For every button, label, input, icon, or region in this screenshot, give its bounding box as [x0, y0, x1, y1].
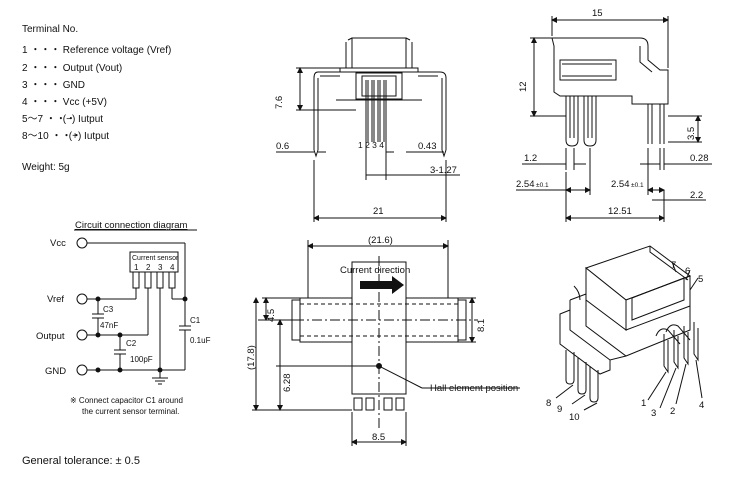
- c3-value: 47nF: [100, 321, 118, 330]
- dim-12-51: 12.51: [608, 206, 632, 217]
- weight-text: Weight: 5g: [22, 162, 70, 173]
- pin-gnd-label: GND: [45, 366, 66, 377]
- dim-2-54-a-tol: ±0.1: [536, 182, 549, 189]
- svg-text:3: 3: [158, 263, 163, 272]
- dim-3-5: 3.5: [686, 127, 697, 140]
- dim-8-5: 8.5: [372, 432, 385, 443]
- current-direction-label: Current direction: [340, 265, 410, 276]
- dim-0-28: 0.28: [690, 153, 709, 164]
- note-line-2: the current sensor terminal.: [82, 407, 179, 416]
- dim-pin-width: 0.6: [276, 141, 289, 152]
- iso-label-1: 1: [641, 398, 646, 409]
- dim-1-2: 1.2: [524, 153, 537, 164]
- terminal-row: 5～7 ・・・ (−) Iutput: [22, 114, 104, 125]
- note-line-1: ※ Connect capacitor C1 around: [70, 396, 183, 405]
- dim-2-54-b: 2.54: [611, 179, 630, 190]
- circuit-title: Circuit connection diagram: [75, 220, 188, 231]
- iso-label-3: 3: [651, 408, 656, 419]
- dim-side-top: 15: [592, 8, 603, 19]
- pin-vcc-label: Vcc: [50, 238, 66, 249]
- iso-label-9: 9: [557, 404, 562, 415]
- dim-pin-thickness: 0.43: [418, 141, 437, 152]
- dim-front-height: 7.6: [274, 96, 285, 109]
- terminal-row: 4 ・・・ Vcc (+5V): [22, 97, 107, 108]
- current-sensor-box: [129, 251, 179, 273]
- output-terminal: [76, 329, 88, 341]
- circuit-diagram: Circuit connection diagram Vcc Vref Outp…: [36, 220, 211, 416]
- svg-text:1: 1: [134, 263, 139, 272]
- vcc-terminal: [76, 237, 88, 249]
- svg-text:2: 2: [146, 263, 151, 272]
- bottom-view: (21.6) Current direction 4.5 8.1 (17.8) …: [246, 235, 520, 446]
- svg-text:4: 4: [170, 263, 175, 272]
- dim-21-6: (21.6): [368, 235, 393, 246]
- terminal-row: 2 ・・・ Output (Vout): [22, 63, 123, 74]
- dim-2-54-b-tol: ±0.1: [631, 182, 644, 189]
- c1-label: C1: [190, 316, 201, 325]
- iso-label-4: 4: [699, 400, 704, 411]
- side-view: 15 12 3.5 1.2 0.28 2.54 ±0.1 2.54 ±0.1 2…: [516, 8, 712, 222]
- front-view: 7.6 0.6 0.43 1 2 3 4 3-1.27 21: [274, 37, 460, 222]
- gnd-terminal: [76, 364, 88, 376]
- dim-6-28: 6.28: [282, 374, 293, 393]
- sensor-label: Current sensor: [132, 255, 179, 262]
- iso-label-8: 8: [546, 398, 551, 409]
- c2-label: C2: [126, 339, 137, 348]
- dim-4-5: 4.5: [266, 309, 277, 322]
- iso-label-7: 7: [671, 260, 676, 271]
- c1-value: 0.1uF: [190, 336, 211, 345]
- tolerance-text: General tolerance: ± 0.5: [22, 455, 140, 467]
- dim-2-2: 2.2: [690, 190, 703, 201]
- iso-label-10: 10: [569, 412, 580, 423]
- dim-2-54-a: 2.54: [516, 179, 535, 190]
- pin-output-label: Output: [36, 331, 65, 342]
- c3-label: C3: [103, 305, 114, 314]
- dim-front-width: 21: [373, 206, 384, 217]
- hall-element-label: Hall element position: [430, 383, 518, 394]
- iso-label-6: 6: [685, 266, 690, 277]
- dim-17-8: (17.8): [246, 345, 257, 370]
- dim-8-1: 8.1: [476, 319, 487, 332]
- iso-label-2: 2: [670, 406, 675, 417]
- dim-side-height: 12: [518, 81, 529, 92]
- pin-vref-label: Vref: [47, 294, 64, 305]
- terminal-row: 1 ・・・ Reference voltage (Vref): [22, 45, 172, 56]
- terminal-row: 3 ・・・ GND: [22, 80, 86, 91]
- current-direction-arrow: [360, 276, 404, 294]
- iso-label-5: 5: [698, 274, 703, 285]
- isometric-view: 8 9 10 1 3 2 4 7 6 5: [546, 245, 704, 423]
- vref-terminal: [76, 293, 88, 305]
- dim-pitch: 3-1.27: [430, 165, 457, 176]
- front-pin-labels: 1 2 3 4: [358, 140, 384, 150]
- terminal-row: 8～10 ・・・ (+) Iutput: [22, 131, 110, 142]
- c2-value: 100pF: [130, 355, 153, 364]
- terminal-title: Terminal No.: [22, 24, 79, 35]
